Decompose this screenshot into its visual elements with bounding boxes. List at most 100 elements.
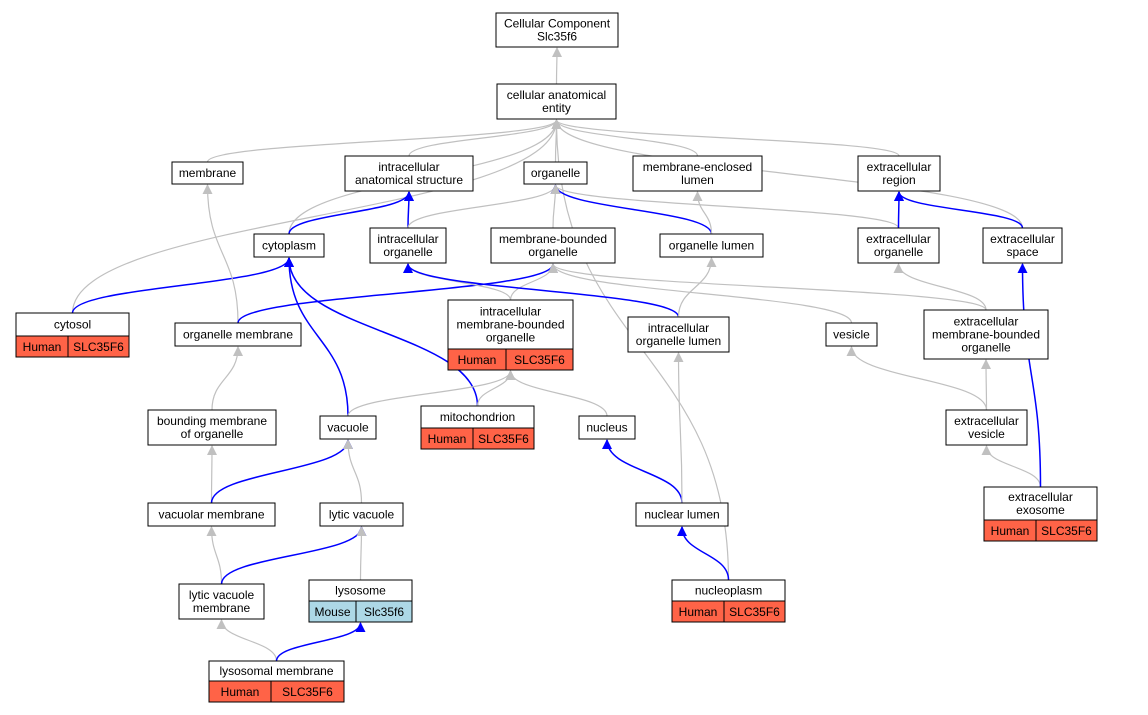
edge-is-a-ias-to-cae [408, 119, 562, 157]
edge-is-a-mito-to-imbo [476, 370, 516, 407]
edge-part-of-ecs-to-ecr [894, 191, 1024, 229]
term-box [253, 233, 325, 258]
species-label: Human [458, 353, 497, 367]
term-node-membrane[interactable]: membrane [171, 161, 244, 185]
term-label: of organelle [181, 427, 244, 441]
term-label: exosome [1016, 503, 1065, 517]
term-box [632, 155, 763, 192]
term-box [659, 233, 764, 258]
term-box [523, 161, 588, 185]
term-node-nl[interactable]: nuclear lumen [635, 502, 729, 527]
term-label: region [882, 173, 915, 187]
term-box [923, 309, 1049, 360]
edge-is-a-ecv-to-ecmbo [981, 359, 992, 411]
term-node-ol[interactable]: organelle lumen [659, 233, 764, 258]
edge-is-a-cae-to-root [551, 47, 562, 85]
term-label: vesicle [833, 328, 870, 342]
term-label: intracellular [378, 160, 439, 174]
term-box [857, 155, 941, 192]
term-node-imbo[interactable]: intracellularmembrane-boundedorganelleHu… [447, 299, 574, 371]
term-label: membrane [179, 166, 237, 180]
species-label: Human [428, 432, 467, 446]
term-label: organelle [383, 245, 433, 259]
term-box [635, 502, 729, 527]
term-label: bounding membrane [157, 414, 267, 428]
edge-is-a-lyso-to-lv [356, 526, 367, 581]
edge-is-a-nucleus-to-imbo [505, 370, 608, 417]
term-node-cytoplasm[interactable]: cytoplasm [253, 233, 325, 258]
term-node-vacuole[interactable]: vacuole [319, 415, 377, 440]
term-label: membrane-enclosed [643, 160, 752, 174]
edge-part-of-exo-to-ecs [1017, 263, 1042, 488]
term-node-organelle[interactable]: organelle [523, 161, 588, 185]
term-label: cytoplasm [262, 239, 316, 253]
edge-is-a-ecr-to-cae [551, 119, 900, 157]
term-label: nuclear lumen [644, 508, 719, 522]
term-label: lytic vacuole [189, 588, 255, 602]
term-node-om[interactable]: organelle membrane [174, 322, 302, 347]
term-box [319, 415, 377, 440]
edge-is-a-nl-to-iol [673, 352, 684, 504]
edge-is-a-lvm-to-vm [206, 526, 223, 585]
edge-is-a-om-to-membrane [202, 184, 239, 324]
term-node-nucleus[interactable]: nucleus [578, 415, 636, 440]
edge-is-a-ecv-to-vesicle [846, 346, 988, 411]
term-box [495, 12, 619, 48]
gene-label: SLC35F6 [1041, 524, 1092, 538]
term-box [447, 299, 574, 350]
term-label: extracellular [867, 160, 932, 174]
term-label: lysosome [335, 584, 386, 598]
species-label: Human [221, 685, 260, 699]
term-label: extracellular [990, 232, 1055, 246]
term-label: intracellular [480, 305, 541, 319]
edge-is-a-membrane-to-cae [206, 119, 562, 163]
term-label: Slc35f6 [537, 30, 577, 44]
edge-is-a-lysm-to-lvm [216, 619, 278, 662]
term-label: membrane [193, 601, 251, 615]
gene-cell [472, 427, 535, 450]
term-label: organelle [874, 245, 924, 259]
edge-layer [71, 47, 1042, 662]
term-label: lysosomal membrane [219, 664, 333, 678]
term-box [319, 502, 404, 527]
term-label: organelle [531, 166, 581, 180]
term-box [178, 583, 265, 620]
gene-cell [270, 680, 345, 703]
term-node-vesicle[interactable]: vesicle [825, 322, 878, 347]
edge-is-a-mel-to-cae [551, 119, 699, 157]
edge-is-a-eco-to-organelle [550, 184, 900, 229]
term-box [982, 227, 1063, 264]
edge-part-of-np-to-nl [677, 526, 730, 581]
term-label: entity [542, 101, 571, 115]
term-box [490, 227, 616, 264]
species-label: Human [679, 605, 718, 619]
term-label: organelle membrane [183, 328, 293, 342]
term-node-vm[interactable]: vacuolar membrane [147, 502, 276, 527]
gene-cell [67, 335, 130, 358]
term-node-lv[interactable]: lytic vacuole [319, 502, 404, 527]
species-label: Mouse [314, 605, 350, 619]
gene-label: SLC35F6 [478, 432, 529, 446]
term-box [369, 227, 447, 264]
